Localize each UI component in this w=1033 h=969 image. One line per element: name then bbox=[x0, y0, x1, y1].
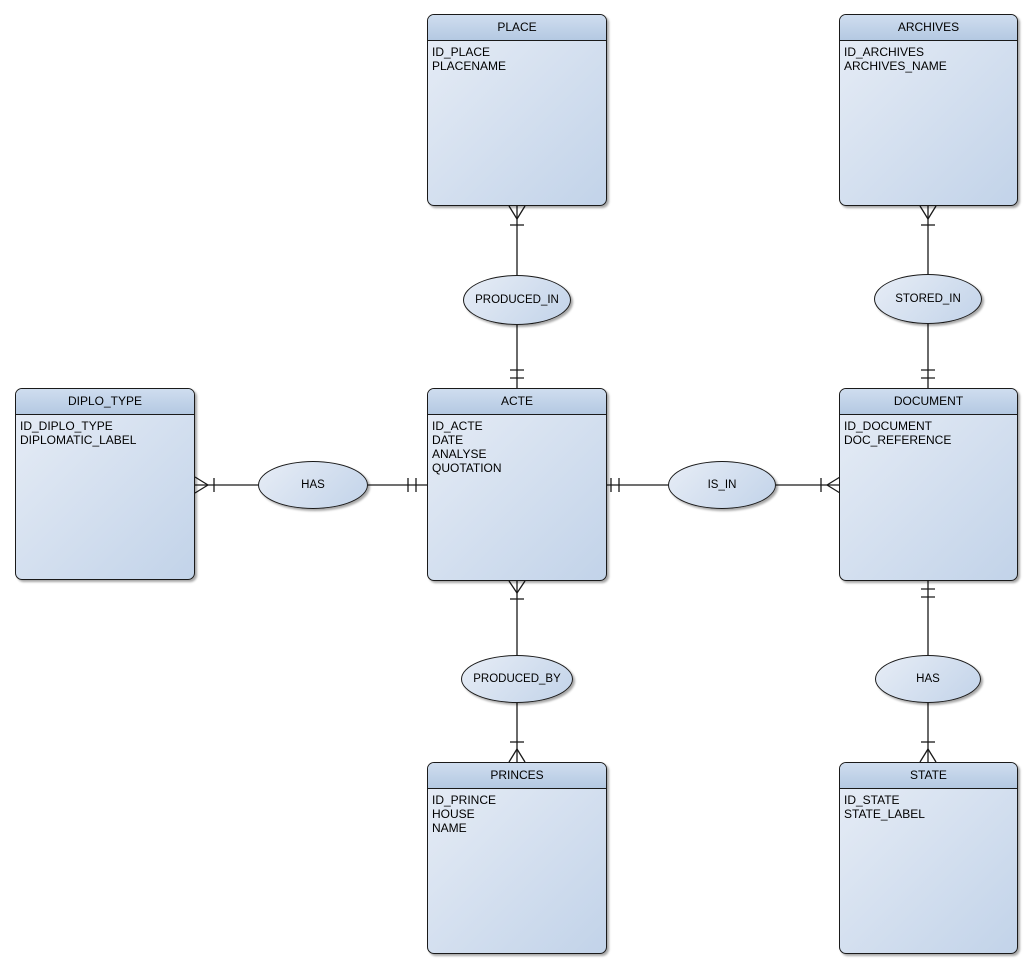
relationship-is-in[interactable]: IS_IN bbox=[668, 461, 776, 509]
connector-archives-stored-in-document[interactable] bbox=[919, 205, 937, 388]
crow-foot-many-marker bbox=[919, 748, 937, 763]
entity-title: STATE bbox=[840, 763, 1017, 789]
exactly-one-marker bbox=[610, 478, 620, 492]
crow-foot-many-marker bbox=[826, 476, 841, 494]
relationship-has-document-state[interactable]: HAS bbox=[875, 655, 981, 703]
crow-foot-many-marker bbox=[919, 205, 937, 220]
connector-acte-produced-by-princes[interactable] bbox=[508, 580, 526, 763]
relationship-stored-in[interactable]: STORED_IN bbox=[874, 274, 982, 324]
crow-foot-many-marker bbox=[508, 580, 526, 594]
attribute: ARCHIVES_NAME bbox=[844, 59, 947, 73]
entity-attribute-list: ID_ARCHIVES ARCHIVES_NAME bbox=[840, 41, 1017, 205]
relationship-has-diplo-type-acte[interactable]: HAS bbox=[258, 461, 368, 509]
entity-place[interactable]: PLACE ID_PLACE PLACENAME bbox=[427, 14, 607, 206]
attribute: PLACENAME bbox=[432, 59, 507, 73]
entity-attribute-list: ID_DIPLO_TYPE DIPLOMATIC_LABEL bbox=[16, 415, 194, 579]
crow-foot-many-marker bbox=[508, 748, 526, 763]
relationship-label: PRODUCED_BY bbox=[473, 673, 561, 685]
entity-princes[interactable]: PRINCES ID_PRINCE HOUSE NAME bbox=[427, 762, 607, 954]
attribute: ID_STATE bbox=[844, 793, 900, 807]
attribute: STATE_LABEL bbox=[844, 807, 925, 821]
entity-archives[interactable]: ARCHIVES ID_ARCHIVES ARCHIVES_NAME bbox=[839, 14, 1018, 206]
entity-title: DOCUMENT bbox=[840, 389, 1017, 415]
connector-acte-is-in-document[interactable] bbox=[607, 476, 841, 494]
connector-place-produced-in-acte[interactable] bbox=[508, 205, 526, 388]
attribute: QUOTATION bbox=[432, 461, 502, 475]
entity-title: ARCHIVES bbox=[840, 15, 1017, 41]
entity-title: DIPLO_TYPE bbox=[16, 389, 194, 415]
entity-document[interactable]: DOCUMENT ID_DOCUMENT DOC_REFERENCE bbox=[839, 388, 1018, 581]
exactly-one-marker bbox=[921, 369, 935, 379]
entity-attribute-list: ID_STATE STATE_LABEL bbox=[840, 789, 1017, 953]
relationship-label: PRODUCED_IN bbox=[475, 294, 559, 306]
entity-diplo-type[interactable]: DIPLO_TYPE ID_DIPLO_TYPE DIPLOMATIC_LABE… bbox=[15, 388, 195, 580]
entity-state[interactable]: STATE ID_STATE STATE_LABEL bbox=[839, 762, 1018, 954]
relationship-label: IS_IN bbox=[707, 479, 737, 491]
entity-attribute-list: ID_ACTE DATE ANALYSE QUOTATION bbox=[428, 415, 606, 580]
entity-attribute-list: ID_PRINCE HOUSE NAME bbox=[428, 789, 606, 953]
attribute: ID_DIPLO_TYPE bbox=[20, 419, 113, 433]
relationship-produced-in[interactable]: PRODUCED_IN bbox=[463, 275, 571, 325]
attribute: DIPLOMATIC_LABEL bbox=[20, 433, 137, 447]
crow-foot-many-marker bbox=[508, 205, 526, 220]
connector-document-has-state[interactable] bbox=[919, 581, 937, 763]
exactly-one-marker bbox=[921, 588, 935, 598]
entity-title: PRINCES bbox=[428, 763, 606, 789]
attribute: ID_ARCHIVES bbox=[844, 45, 925, 59]
exactly-one-marker bbox=[407, 478, 417, 492]
attribute: ID_DOCUMENT bbox=[844, 419, 933, 433]
exactly-one-marker bbox=[510, 369, 524, 379]
attribute: DOC_REFERENCE bbox=[844, 433, 952, 447]
entity-title: ACTE bbox=[428, 389, 606, 415]
attribute: ANALYSE bbox=[432, 447, 487, 461]
relationship-label: HAS bbox=[301, 479, 325, 491]
attribute: HOUSE bbox=[432, 807, 475, 821]
attribute: ID_PRINCE bbox=[432, 793, 497, 807]
attribute: DATE bbox=[432, 433, 464, 447]
relationship-label: STORED_IN bbox=[895, 293, 961, 305]
relationship-produced-by[interactable]: PRODUCED_BY bbox=[461, 655, 573, 703]
relationship-label: HAS bbox=[916, 673, 940, 685]
entity-acte[interactable]: ACTE ID_ACTE DATE ANALYSE QUOTATION bbox=[427, 388, 607, 581]
attribute: NAME bbox=[432, 821, 467, 835]
attribute: ID_PLACE bbox=[432, 45, 491, 59]
entity-title: PLACE bbox=[428, 15, 606, 41]
entity-attribute-list: ID_DOCUMENT DOC_REFERENCE bbox=[840, 415, 1017, 580]
entity-attribute-list: ID_PLACE PLACENAME bbox=[428, 41, 606, 205]
connector-diplo-type-has-acte[interactable] bbox=[194, 476, 427, 494]
crow-foot-many-marker bbox=[194, 476, 209, 494]
attribute: ID_ACTE bbox=[432, 419, 483, 433]
